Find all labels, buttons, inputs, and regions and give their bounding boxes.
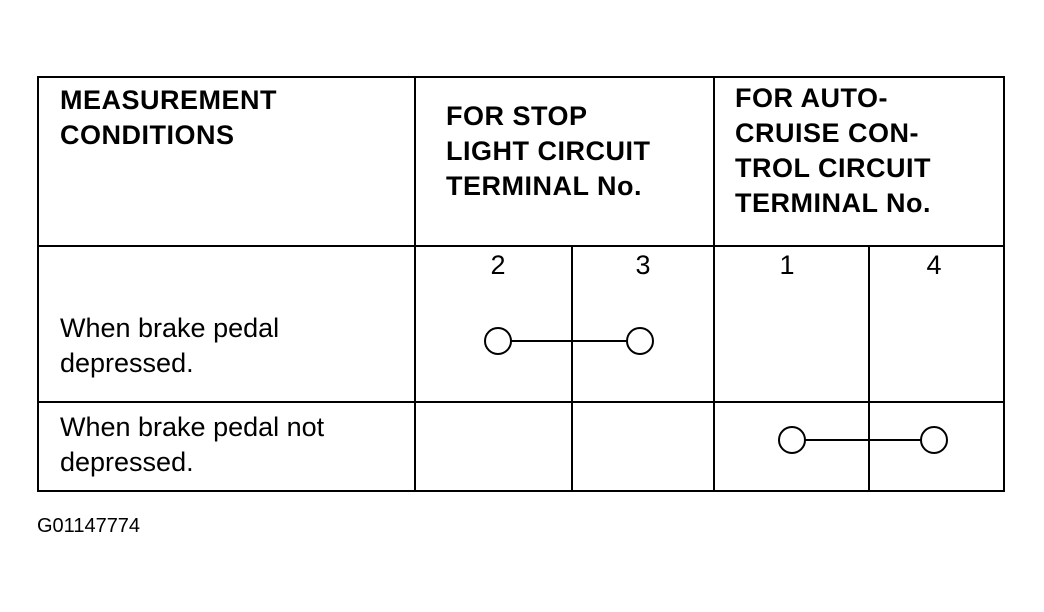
stop-light-circuit-header: FOR STOP LIGHT CIRCUIT TERMINAL No.: [446, 101, 651, 201]
terminal-number-2: 2: [490, 250, 506, 280]
terminal-3-node: [626, 327, 654, 355]
figure-id: G01147774: [37, 515, 141, 537]
continuity-table: MEASUREMENT CONDITIONS FOR STOP LIGHT CI…: [37, 76, 1005, 492]
terminal-1-4-divider: [868, 245, 870, 490]
continuity-connectors: [484, 327, 948, 454]
conditions-column-divider: [414, 78, 416, 490]
continuity-1-4: [778, 426, 948, 454]
terminal-number-3: 3: [635, 250, 651, 280]
terminal-1-node: [778, 426, 806, 454]
terminal-2-3-divider: [571, 245, 573, 490]
continuity-2-3: [484, 327, 654, 355]
terminal-number-4: 4: [926, 250, 942, 280]
auto-cruise-circuit-header: FOR AUTO- CRUISE CON- TROL CIRCUIT TERMI…: [735, 83, 931, 218]
terminal-4-node: [920, 426, 948, 454]
condition-pedal-depressed: When brake pedal depressed.: [60, 313, 280, 378]
header-bottom-line: [39, 245, 1003, 247]
terminal-2-node: [484, 327, 512, 355]
circuit-group-divider: [713, 78, 715, 490]
terminal-number-1: 1: [779, 250, 795, 280]
measurement-conditions-header: MEASUREMENT CONDITIONS: [60, 85, 278, 150]
condition-pedal-not-depressed: When brake pedal not depressed.: [60, 412, 325, 477]
row-divider-line: [39, 401, 1003, 403]
